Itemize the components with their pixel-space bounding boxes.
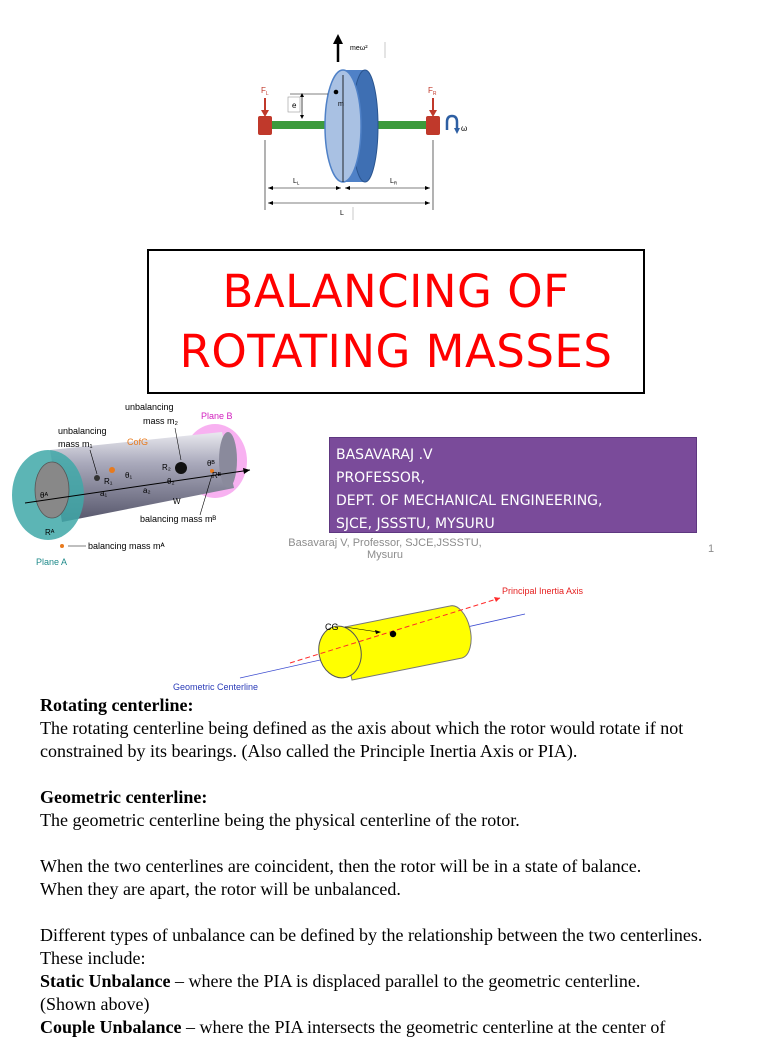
title-line-2: ROTATING MASSES xyxy=(179,324,613,378)
theta-b-label: θᴮ xyxy=(207,459,215,468)
unbal-m2-line1: unbalancing xyxy=(125,402,174,412)
static-text: – where the PIA is displaced parallel to… xyxy=(170,971,641,991)
cg-dot xyxy=(389,630,397,638)
right-bearing xyxy=(426,116,440,135)
para-static-note: (Shown above) xyxy=(40,994,150,1014)
a1-label: a₁ xyxy=(100,489,107,498)
unbal-m1-line2: mass m₁ xyxy=(58,439,93,449)
footer-line-1: Basavaraj V, Professor, SJCE,JSSSTU, xyxy=(288,537,482,549)
heading-rotating: Rotating centerline: xyxy=(40,695,194,715)
fl-label: FL xyxy=(261,86,269,97)
force-label: meω² xyxy=(350,45,368,52)
unbal-m2-line2: mass m₂ xyxy=(143,416,179,426)
theta1-label: θ₁ xyxy=(125,471,132,480)
principal-inertia-axis xyxy=(289,597,501,664)
pia-label: Principal Inertia Axis xyxy=(502,586,584,596)
static-label: Static Unbalance xyxy=(40,971,171,991)
cofg-label: CofG xyxy=(127,437,148,447)
heading-geometric: Geometric centerline: xyxy=(40,787,208,807)
para-geometric: The geometric centerline being the physi… xyxy=(40,810,520,830)
author-box: BASAVARAJ .V PROFESSOR, DEPT. OF MECHANI… xyxy=(329,437,697,533)
ll-label: LL xyxy=(293,178,300,186)
plane-a-label: Plane A xyxy=(36,557,67,567)
theta2-label: θ₂ xyxy=(167,477,175,486)
r-b-label: Rᴮ xyxy=(212,471,222,480)
cylinder-body xyxy=(50,432,234,522)
para-couple: Couple Unbalance – where the PIA interse… xyxy=(40,1016,740,1039)
yellow-cylinder xyxy=(339,605,472,681)
para-types: Different types of unbalance can be defi… xyxy=(40,925,703,968)
balancing-ma-label: balancing mass mᴬ xyxy=(88,541,166,551)
omega-label: ω xyxy=(461,124,467,133)
footer-line-2: Mysuru xyxy=(366,549,404,561)
author-dept: DEPT. OF MECHANICAL ENGINEERING, xyxy=(336,493,603,509)
cg-label: CG xyxy=(325,622,339,632)
para-balance-1: When the two centerlines are coincident,… xyxy=(40,856,642,876)
l-label: L xyxy=(340,210,344,217)
plane-b-label: Plane B xyxy=(201,411,233,421)
body-text: Rotating centerline: The rotating center… xyxy=(40,694,740,1039)
e-label: e xyxy=(292,101,297,110)
r-a-label: Rᴬ xyxy=(45,528,55,537)
w-label: W xyxy=(173,497,181,506)
lr-label: LR xyxy=(390,178,398,186)
a2-label: a₂ xyxy=(143,486,151,495)
balancing-mb-label: balancing mass mᴮ xyxy=(140,514,217,524)
geo-label: Geometric Centerline xyxy=(173,682,258,692)
mass-m1 xyxy=(94,475,100,481)
slide-footer: Basavaraj V, Professor, SJCE,JSSSTU, Mys… xyxy=(280,537,490,561)
pia-diagram: Principal Inertia Axis CG Geometric Cent… xyxy=(173,586,584,692)
para-rotating: The rotating centerline being defined as… xyxy=(40,718,684,761)
title-line-1: BALANCING OF xyxy=(222,264,570,318)
theta-a-label: θᴬ xyxy=(40,491,48,500)
r1-label: R₁ xyxy=(104,477,113,486)
para-static: Static Unbalance – where the PIA is disp… xyxy=(40,970,740,993)
fr-label: FR xyxy=(428,86,437,97)
planes-diagram: Plane B Plane A unbalancing mass m₂ unba… xyxy=(12,402,251,567)
r2-label: R₂ xyxy=(162,463,171,472)
left-bearing xyxy=(258,116,272,135)
mass-m2 xyxy=(175,462,187,474)
cofg-dot xyxy=(109,467,115,473)
unbal-m1-line1: unbalancing xyxy=(58,426,107,436)
couple-label: Couple Unbalance xyxy=(40,1017,182,1037)
page-number: 1 xyxy=(708,543,715,555)
author-institution: SJCE, JSSSTU, MYSURU xyxy=(336,516,495,532)
author-title: PROFESSOR, xyxy=(336,470,426,486)
couple-text: – where the PIA intersects the geometric… xyxy=(181,1017,666,1037)
unbalance-mass-dot xyxy=(333,89,339,95)
rotor-diagram: meω² FL FR ω m e LL LR L xyxy=(258,34,467,220)
author-name: BASAVARAJ .V xyxy=(336,447,433,463)
para-balance-2: When they are apart, the rotor will be u… xyxy=(40,879,401,899)
mass-label: m xyxy=(338,101,344,108)
title-box: BALANCING OF ROTATING MASSES xyxy=(147,249,645,394)
